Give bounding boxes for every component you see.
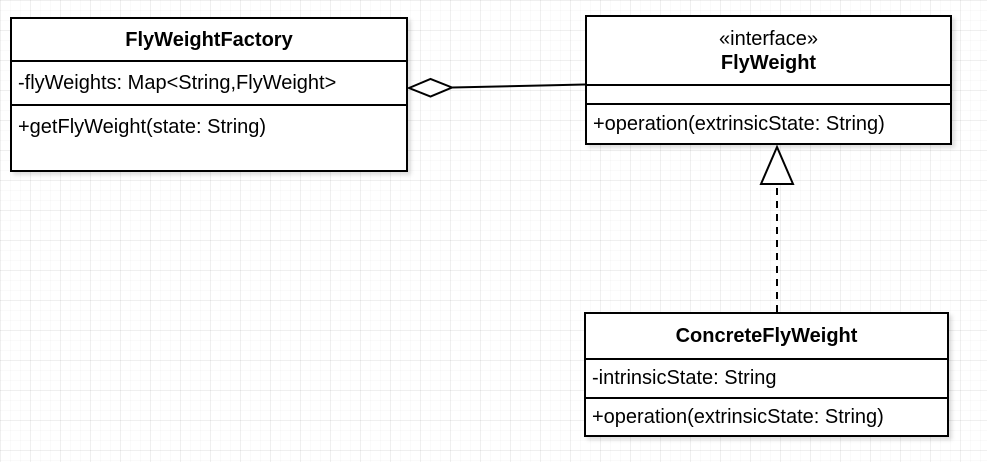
attributes-section-empty — [587, 84, 950, 103]
method: +operation(extrinsicState: String) — [593, 112, 885, 135]
class-concreteflyweight[interactable]: ConcreteFlyWeight -intrinsicState: Strin… — [584, 312, 949, 437]
methods-section: +operation(extrinsicState: String) — [586, 397, 947, 435]
class-title: FlyWeightFactory — [12, 19, 406, 60]
method: +operation(extrinsicState: String) — [592, 405, 884, 428]
class-stereotype: «interface» — [719, 27, 818, 50]
aggregation-diamond-icon — [406, 77, 455, 98]
realization-connector[interactable] — [759, 144, 795, 312]
attributes-section: -intrinsicState: String — [586, 358, 947, 397]
class-name: FlyWeightFactory — [125, 28, 293, 51]
methods-section: +getFlyWeight(state: String) — [12, 104, 406, 170]
realization-triangle-icon — [759, 144, 795, 185]
class-title: «interface» FlyWeight — [587, 17, 950, 84]
aggregation-line[interactable] — [451, 83, 586, 89]
class-flyweight-interface[interactable]: «interface» FlyWeight +operation(extrins… — [585, 15, 952, 145]
class-name: FlyWeight — [720, 51, 817, 74]
aggregation-connector[interactable] — [406, 77, 586, 98]
method: +getFlyWeight(state: String) — [18, 116, 267, 138]
class-flyweightfactory[interactable]: FlyWeightFactory -flyWeights: Map<String… — [10, 17, 408, 172]
attribute: -intrinsicState: String — [592, 367, 777, 389]
methods-section: +operation(extrinsicState: String) — [587, 103, 950, 143]
class-title: ConcreteFlyWeight — [586, 314, 947, 358]
class-name: ConcreteFlyWeight — [675, 325, 858, 347]
attribute: -flyWeights: Map<String,FlyWeight> — [18, 71, 337, 94]
attributes-section: -flyWeights: Map<String,FlyWeight> — [12, 60, 406, 104]
